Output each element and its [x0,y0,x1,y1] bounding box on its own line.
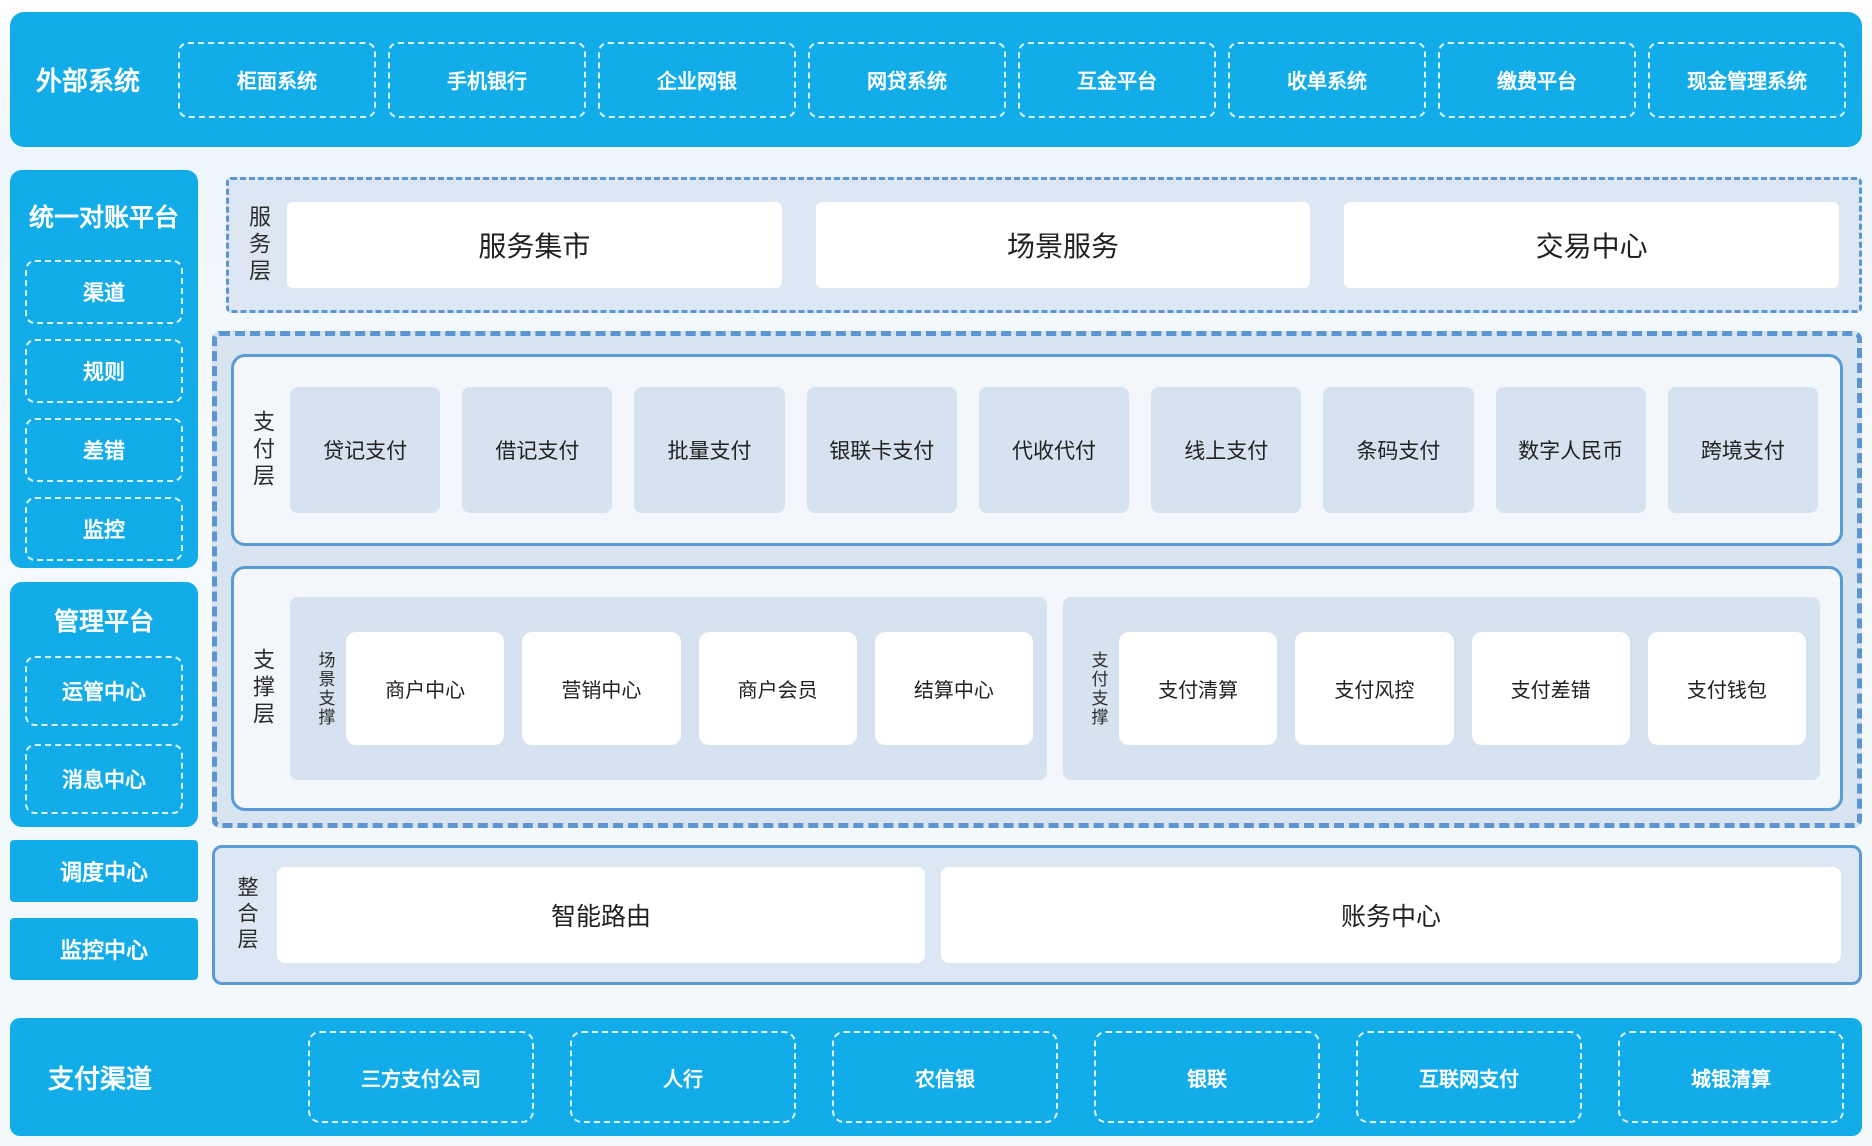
management-items: 运管中心 消息中心 [10,656,198,814]
integration-layer-section: 整合层 智能路由 账务中心 [212,845,1862,985]
payment-node: 批量支付 [634,387,784,513]
payment-layer-section: 支付层 贷记支付 借记支付 批量支付 银联卡支付 代收代付 线上支付 条码支付 [231,354,1843,546]
payment-support-label: 支付支撑 [1077,651,1119,727]
payment-channels-bar: 支付渠道 三方支付公司 人行 农信银 银联 互联网支付 城银清算 [10,1018,1862,1136]
payment-node: 借记支付 [462,387,612,513]
payment-channel-node: 银联 [1094,1031,1320,1123]
external-system-node: 缴费平台 [1438,42,1636,118]
integration-layer-label: 整合层 [215,876,277,954]
payment-support-node: 支付钱包 [1648,632,1806,745]
management-item-node: 消息中心 [25,744,183,814]
reconciliation-platform-title: 统一对账平台 [10,170,198,260]
external-system-node: 手机银行 [388,42,586,118]
scene-support-node: 结算中心 [875,632,1033,745]
payment-channels-title: 支付渠道 [10,1059,252,1096]
payment-channel-node: 人行 [570,1031,796,1123]
monitoring-center-node: 监控中心 [10,918,198,980]
reconciliation-item-node: 规则 [25,339,183,403]
payment-layer-items: 贷记支付 借记支付 批量支付 银联卡支付 代收代付 线上支付 条码支付 数字人民… [290,387,1818,513]
payment-support-node: 支付差错 [1472,632,1630,745]
external-systems-title: 外部系统 [10,61,178,98]
external-systems-bar: 外部系统 柜面系统 手机银行 企业网银 网贷系统 互金平台 收单系统 缴费平台 … [10,12,1862,147]
reconciliation-items: 渠道 规则 差错 监控 [10,260,198,561]
management-platform-panel: 管理平台 运管中心 消息中心 [10,582,198,827]
reconciliation-item-node: 监控 [25,497,183,561]
service-layer-section: 服务层 服务集市 场景服务 交易中心 [226,177,1862,313]
payment-channels-list: 三方支付公司 人行 农信银 银联 互联网支付 城银清算 [308,1031,1844,1123]
scene-support-node: 商户会员 [699,632,857,745]
integration-node: 智能路由 [277,867,925,963]
external-system-node: 柜面系统 [178,42,376,118]
scene-support-group: 场景支撑 商户中心 营销中心 商户会员 结算中心 [290,597,1047,780]
service-node: 场景服务 [816,202,1311,288]
payment-support-items: 支付清算 支付风控 支付差错 支付钱包 [1119,632,1806,745]
support-layer-label: 支撑层 [234,648,290,729]
integration-layer-items: 智能路由 账务中心 [277,867,1841,963]
core-layers-container: 支付层 贷记支付 借记支付 批量支付 银联卡支付 代收代付 线上支付 条码支付 [212,331,1862,828]
payment-channel-node: 城银清算 [1618,1031,1844,1123]
payment-node: 条码支付 [1323,387,1473,513]
service-layer-items: 服务集市 场景服务 交易中心 [287,202,1839,288]
support-layer-groups: 场景支撑 商户中心 营销中心 商户会员 结算中心 支付支撑 [290,597,1820,780]
service-layer-label: 服务层 [229,205,287,286]
external-system-node: 现金管理系统 [1648,42,1846,118]
support-layer-section: 支撑层 场景支撑 商户中心 营销中心 商户会员 结算中心 [231,566,1843,811]
payment-channel-node: 三方支付公司 [308,1031,534,1123]
payment-node: 跨境支付 [1668,387,1818,513]
external-system-node: 收单系统 [1228,42,1426,118]
scene-support-node: 商户中心 [346,632,504,745]
external-system-node: 互金平台 [1018,42,1216,118]
payment-node: 银联卡支付 [807,387,957,513]
payment-support-node: 支付风控 [1295,632,1453,745]
scene-support-items: 商户中心 营销中心 商户会员 结算中心 [346,632,1033,745]
payment-layer-label: 支付层 [234,410,290,491]
management-item-node: 运管中心 [25,656,183,726]
external-system-node: 网贷系统 [808,42,1006,118]
reconciliation-platform-panel: 统一对账平台 渠道 规则 差错 监控 [10,170,198,568]
scene-support-label: 场景支撑 [304,651,346,727]
integration-node: 账务中心 [941,867,1841,963]
dispatch-center-node: 调度中心 [10,840,198,902]
payment-channel-node: 互联网支付 [1356,1031,1582,1123]
payment-node: 线上支付 [1151,387,1301,513]
service-node: 交易中心 [1344,202,1839,288]
payment-node: 贷记支付 [290,387,440,513]
external-systems-list: 柜面系统 手机银行 企业网银 网贷系统 互金平台 收单系统 缴费平台 现金管理系… [178,42,1846,118]
external-system-node: 企业网银 [598,42,796,118]
payment-node: 代收代付 [979,387,1129,513]
payment-support-group: 支付支撑 支付清算 支付风控 支付差错 支付钱包 [1063,597,1820,780]
payment-support-node: 支付清算 [1119,632,1277,745]
payment-channel-node: 农信银 [832,1031,1058,1123]
scene-support-node: 营销中心 [522,632,680,745]
payment-node: 数字人民币 [1496,387,1646,513]
reconciliation-item-node: 渠道 [25,260,183,324]
service-node: 服务集市 [287,202,782,288]
management-platform-title: 管理平台 [10,582,198,656]
reconciliation-item-node: 差错 [25,418,183,482]
